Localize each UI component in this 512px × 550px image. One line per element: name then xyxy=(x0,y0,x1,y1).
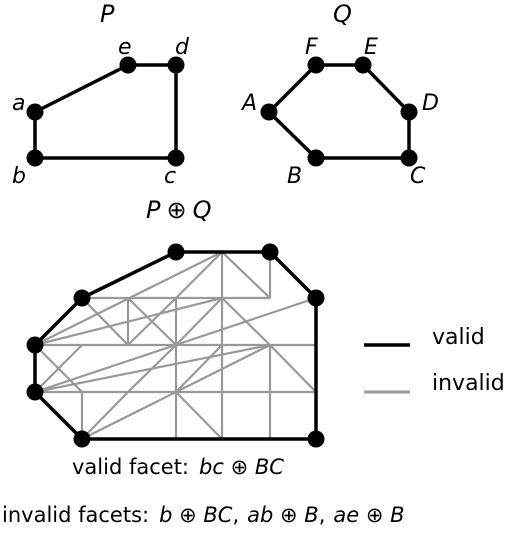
vertex-b xyxy=(26,149,44,167)
caption-invalid-term-3: ae ⊕ B xyxy=(333,503,404,527)
sum-title: P⊕Q xyxy=(146,196,211,224)
caption-valid: valid facet: bc ⊕ BC xyxy=(72,455,284,479)
vertex-label-A: A xyxy=(240,91,257,116)
sum-vertex xyxy=(26,383,44,401)
vertex-A xyxy=(260,103,278,121)
polygon-q-outline xyxy=(267,63,411,160)
legend: valid invalid xyxy=(364,325,505,396)
caption-invalid-term-1: b ⊕ BC xyxy=(159,503,233,527)
vertex-label-B: B xyxy=(287,164,302,189)
vertex-d xyxy=(167,56,185,74)
sum-vertex xyxy=(73,430,91,448)
legend-invalid-label: invalid xyxy=(432,371,505,396)
vertex-label-F: F xyxy=(305,35,318,60)
vertex-C xyxy=(400,149,418,167)
vertex-label-c: c xyxy=(164,164,176,189)
sum-title-operator: ⊕ xyxy=(166,196,186,224)
vertex-label-a: a xyxy=(12,91,25,116)
sum-vertex xyxy=(307,430,325,448)
polygon-q: Q F E D C B A xyxy=(240,0,439,189)
caption-valid-term: bc ⊕ BC xyxy=(199,455,284,479)
caption-invalid: invalid facets:b ⊕ BC,ab ⊕ B,ae ⊕ B xyxy=(2,503,405,527)
sum-vertex xyxy=(26,336,44,354)
vertex-label-d: d xyxy=(175,35,190,60)
vertex-e xyxy=(119,56,137,74)
vertex-label-e: e xyxy=(118,35,132,60)
polygon-q-vertices xyxy=(260,56,418,167)
caption-invalid-separator-2: , xyxy=(319,503,326,527)
legend-valid-label: valid xyxy=(432,325,485,350)
vertex-D xyxy=(400,103,418,121)
caption-invalid-term-2: ab ⊕ B xyxy=(247,503,319,527)
caption-valid-prefix: valid facet: xyxy=(72,455,189,479)
invalid-facets xyxy=(34,251,317,440)
sum-vertex xyxy=(307,289,325,307)
vertex-label-C: C xyxy=(410,164,426,189)
sum-title-p: P xyxy=(146,196,161,224)
sum-vertex xyxy=(167,243,185,261)
polygon-p: P a e d c b xyxy=(12,0,190,189)
caption-invalid-prefix: invalid facets: xyxy=(2,503,149,527)
vertex-E xyxy=(354,56,372,74)
sum-vertices xyxy=(26,243,325,448)
vertex-F xyxy=(307,56,325,74)
sum-title-q: Q xyxy=(193,196,212,224)
caption-invalid-separator-1: , xyxy=(232,503,239,527)
sum-vertex xyxy=(261,243,279,261)
minkowski-sum xyxy=(26,243,325,448)
sum-vertex xyxy=(73,289,91,307)
polygon-q-name: Q xyxy=(333,0,352,28)
vertex-label-b: b xyxy=(12,164,26,189)
polygon-p-name: P xyxy=(100,0,115,28)
vertex-label-E: E xyxy=(364,35,378,60)
polygon-p-vertices xyxy=(26,56,185,167)
polygon-p-outline xyxy=(33,63,178,160)
vertex-c xyxy=(167,149,185,167)
vertex-B xyxy=(307,149,325,167)
vertex-a xyxy=(26,103,44,121)
vertex-label-D: D xyxy=(422,91,439,116)
